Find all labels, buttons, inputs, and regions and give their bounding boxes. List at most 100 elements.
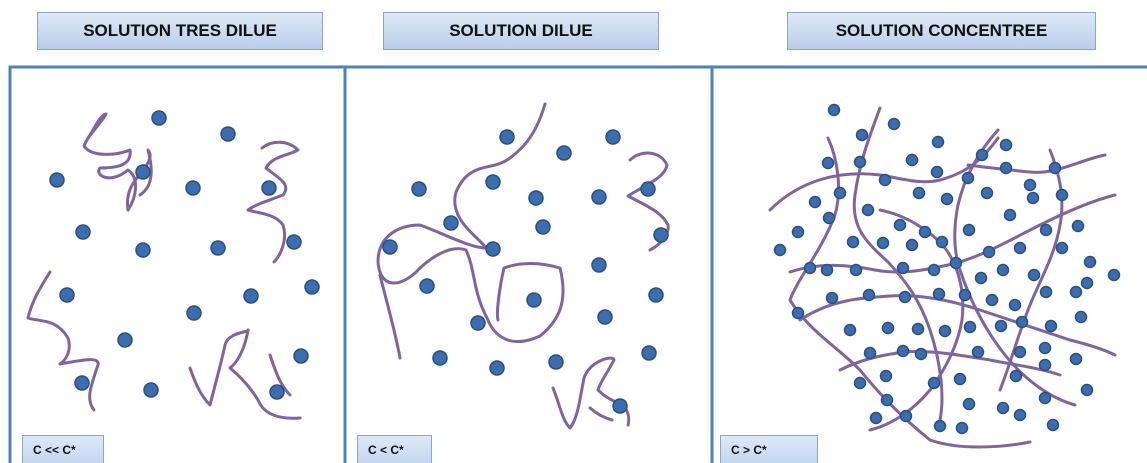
solvent-particle [304,279,320,295]
solvent-particle [962,397,976,411]
solvent-particle [880,393,894,407]
solvent-particle [853,376,867,390]
solvent-particle [1008,298,1022,312]
solvent-particle [1039,223,1053,237]
solvent-particle [135,242,151,258]
solvent-particle [640,181,656,197]
solvent-particle [963,320,977,334]
solvent-particle [791,306,805,320]
solvent-particle [1026,191,1040,205]
solvent-particle [186,305,202,321]
solvent-particle [849,263,863,277]
solvent-particle [898,290,912,304]
solvent-particle [382,239,398,255]
solvent-particle [958,288,972,302]
solvent-particle [269,384,285,400]
solvent-particle [985,293,999,307]
solvent-particle [827,103,841,117]
solvent-particle [1069,352,1083,366]
solvent-particle [980,186,994,200]
solvent-particle [931,135,945,149]
solvent-particle [1015,315,1029,329]
solvent-particle [648,287,664,303]
solvent-particle [927,376,941,390]
solvent-particle [286,234,302,250]
solvent-particle [1003,208,1017,222]
solvent-particle [982,245,996,259]
solvent-particle [855,128,869,142]
panel-title-concentrated: SOLUTION CONCENTREE [787,12,1096,50]
condition-label-dilute: C < C* [357,435,432,463]
solvent-particle [556,145,572,161]
solvent-particle [1023,178,1037,192]
solvent-particle [927,263,941,277]
solvent-particle [470,315,486,331]
solvent-particle [293,348,309,364]
solvent-particle [1080,276,1094,290]
solvent-particle [432,350,448,366]
solvent-particle [117,332,133,348]
panel-frame [8,65,347,463]
solvent-particle [1055,188,1069,202]
solvent-particle [961,171,975,185]
solvent-particle [1009,369,1023,383]
solvent-particle [1046,418,1060,432]
solvent-particle [896,261,910,275]
solvent-particle [485,241,501,257]
solvent-particle [1013,345,1027,359]
solvent-particle [899,409,913,423]
solvent-particle [843,323,857,337]
solvent-particle [1039,285,1053,299]
solvent-particle [641,345,657,361]
solvent-particle [1048,161,1062,175]
solvent-particle [822,211,836,225]
polymer-chain [376,102,565,343]
solvent-particle [597,309,613,325]
solvent-particle [869,411,883,425]
solvent-particle [548,354,564,370]
polymer-chain [82,112,153,212]
solvent-particle [996,263,1010,277]
polymer-chain [268,353,292,397]
solvent-particle [863,346,877,360]
polymer-chain [966,153,1107,174]
solvent-particle [896,344,910,358]
solvent-particle [591,257,607,273]
solvent-particle [75,224,91,240]
solvent-particle [994,319,1008,333]
condition-label-concentrated: C > C* [720,435,818,463]
solvent-particle [862,288,876,302]
solvent-particle [526,292,542,308]
solvent-particle [878,173,892,187]
polymer-chain [551,356,631,430]
solvent-particle [949,256,963,270]
solvent-particle [932,287,946,301]
solvent-particle [879,369,893,383]
polymer-chain [798,294,1117,357]
solvent-particle [791,225,805,239]
solvent-particle [955,421,969,435]
solvent-particle [803,261,817,275]
solvent-particle [821,156,835,170]
solvent-particle [846,235,860,249]
solvent-particle [930,165,944,179]
solvent-particle [825,291,839,305]
solvent-particle [1038,391,1052,405]
polymer-chain [378,273,402,360]
solvent-particle [887,117,901,131]
solvent-particle [612,398,628,414]
solvent-particle [220,126,236,142]
solvent-particle [210,240,226,256]
solvent-particle [893,218,907,232]
solvent-particle [833,186,847,200]
solvent-particle [485,174,501,190]
solvent-particle [975,148,989,162]
solvent-particle [1083,255,1097,269]
solvent-particle [996,401,1010,415]
solvent-particle [905,153,919,167]
solvent-particle [938,324,952,338]
solvent-particle [876,236,890,250]
solvent-particle [999,161,1013,175]
polymer-chain [852,106,944,422]
solvent-particle [935,235,949,249]
